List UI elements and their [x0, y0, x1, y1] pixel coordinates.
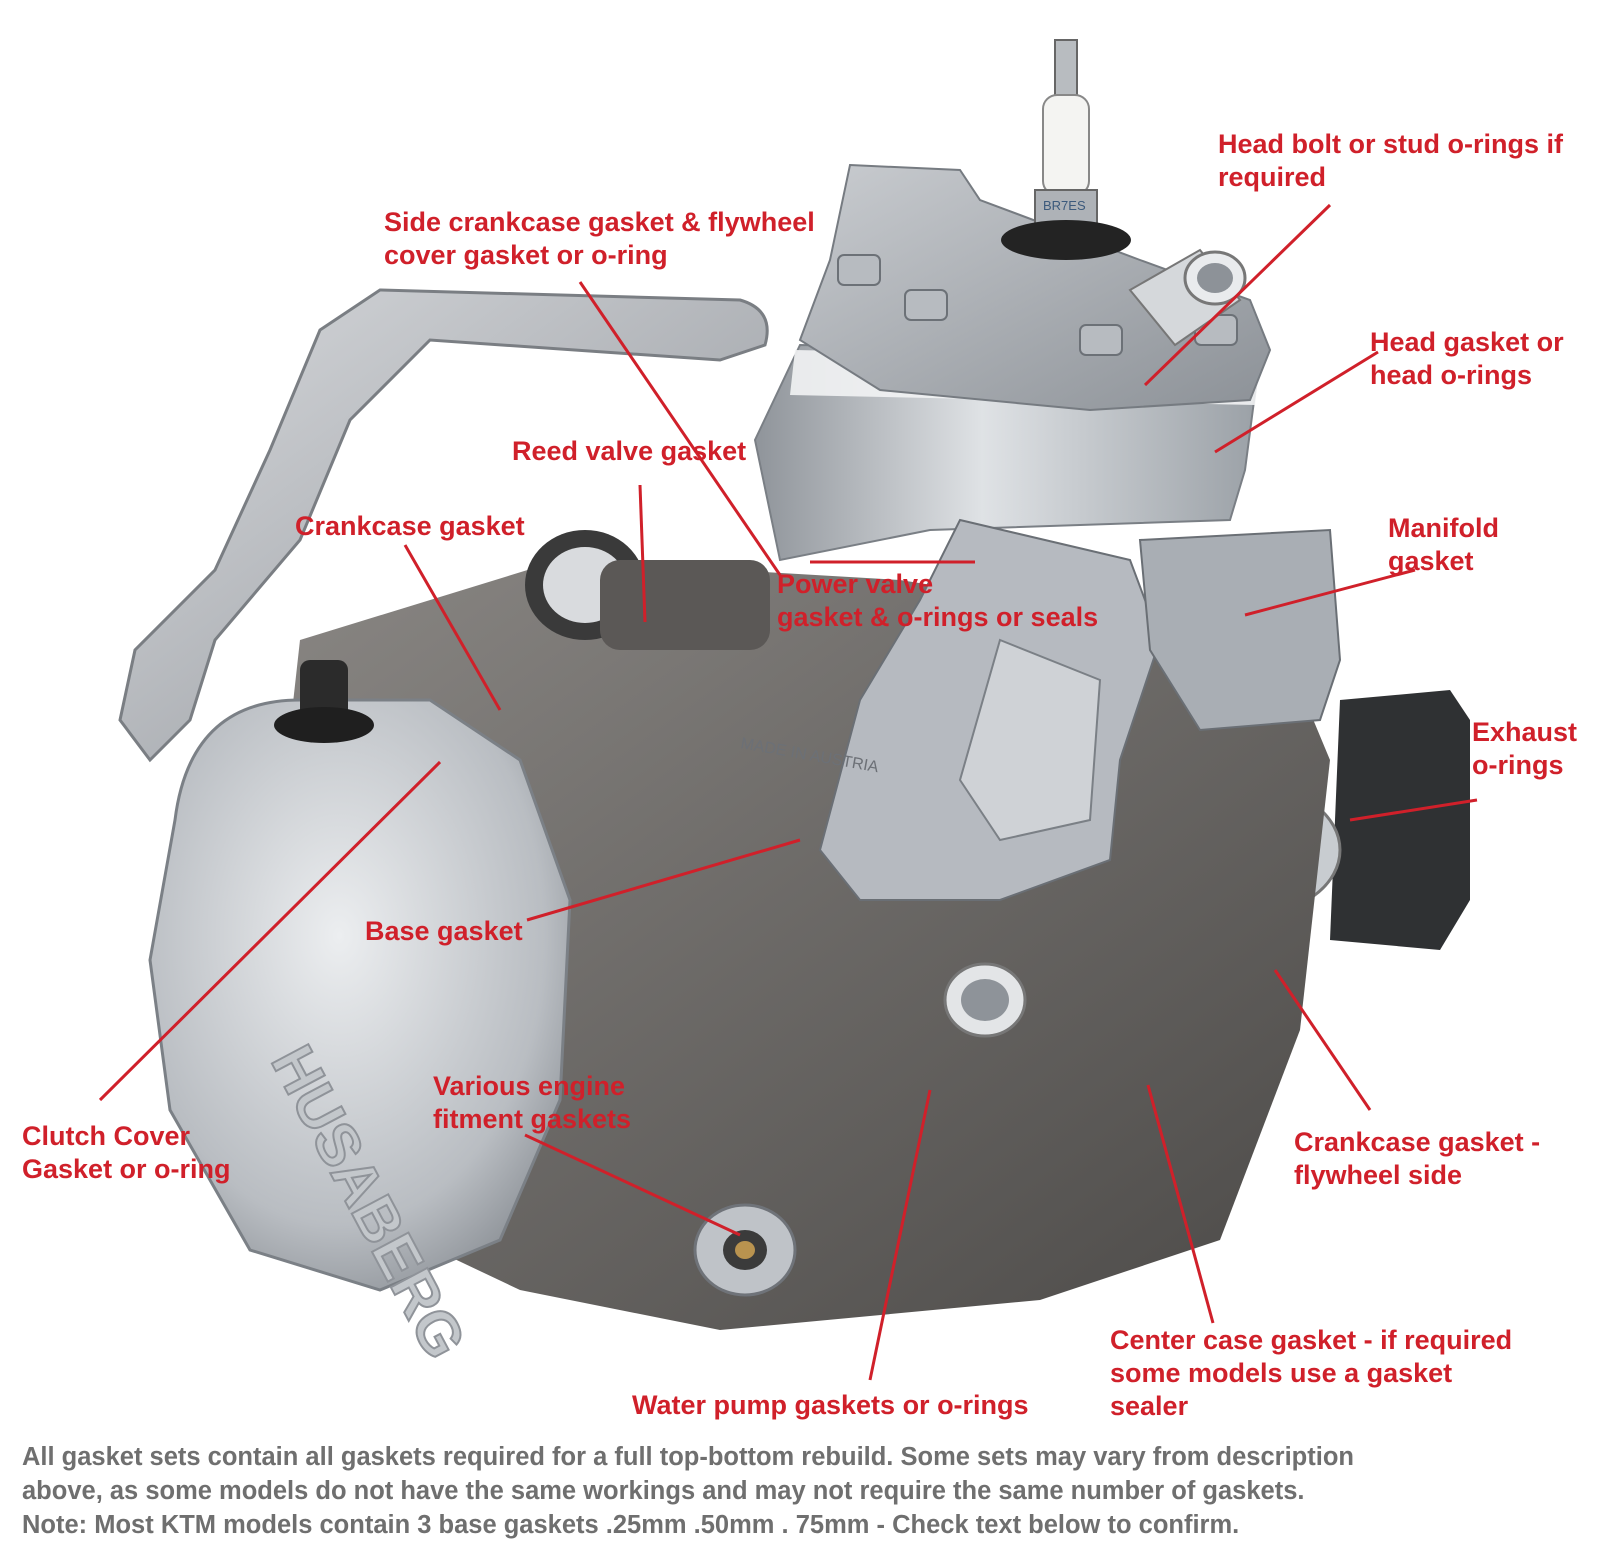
line-various: [524, 1133, 741, 1237]
line-crankcase-flywheel: [1273, 969, 1372, 1111]
label-crankcase: Crankcase gasket: [295, 511, 525, 541]
kickstart-lever: [118, 288, 769, 763]
spark-plug: BR7ES: [1001, 39, 1131, 260]
line-crankcase: [403, 544, 502, 711]
footer-note: All gasket sets contain all gaskets requ…: [22, 1440, 1582, 1542]
line-head-bolt: [1143, 203, 1332, 387]
line-head-gasket: [1214, 350, 1379, 454]
leader-lines: [98, 203, 1478, 1381]
line-base: [526, 838, 801, 922]
label-head-bolt: Head bolt or stud o-rings if required: [1218, 129, 1563, 192]
reed-valve-intake: [525, 530, 770, 650]
line-center-case: [1146, 1084, 1215, 1324]
label-various: Various engine fitment gaskets: [433, 1071, 632, 1134]
footer-line-2: above, as some models do not have the sa…: [22, 1477, 1305, 1505]
water-pump: [693, 1203, 797, 1297]
head-bolts: [837, 254, 1238, 356]
label-clutch: Clutch Cover Gasket or o-ring: [22, 1121, 231, 1184]
label-head-gasket: Head gasket or head o-rings: [1370, 327, 1564, 390]
label-water-pump: Water pump gaskets or o-rings: [632, 1390, 1029, 1420]
line-side-crankcase: [578, 281, 782, 576]
label-power-valve: Power valve gasket & o-rings or seals: [777, 569, 1099, 632]
label-center-case: Center case gasket - if required some mo…: [1110, 1325, 1513, 1421]
spark-plug-text: BR7ES: [1043, 198, 1086, 213]
line-water-pump: [868, 1089, 932, 1381]
oil-filler-cap: [274, 660, 374, 743]
line-manifold: [1244, 568, 1416, 617]
line-reed-valve: [638, 484, 647, 623]
label-side-crankcase: Side crankcase gasket & flywheel cover g…: [384, 207, 815, 270]
label-reed-valve: Reed valve gasket: [512, 436, 747, 466]
cylinder-head: [798, 163, 1272, 412]
coolant-outlet: [1128, 248, 1247, 347]
footer-line-3: Note: Most KTM models contain 3 base gas…: [22, 1511, 1240, 1539]
coolant-inlet: [943, 962, 1027, 1038]
label-crankcase-flywheel: Crankcase gasket - flywheel side: [1294, 1127, 1541, 1190]
label-manifold: Manifold gasket: [1388, 513, 1499, 576]
line-exhaust: [1349, 798, 1478, 822]
line-clutch: [98, 760, 442, 1102]
label-base: Base gasket: [365, 916, 523, 946]
footer-line-1: All gasket sets contain all gaskets requ…: [22, 1443, 1354, 1471]
label-exhaust: Exhaust o-rings: [1472, 717, 1578, 780]
